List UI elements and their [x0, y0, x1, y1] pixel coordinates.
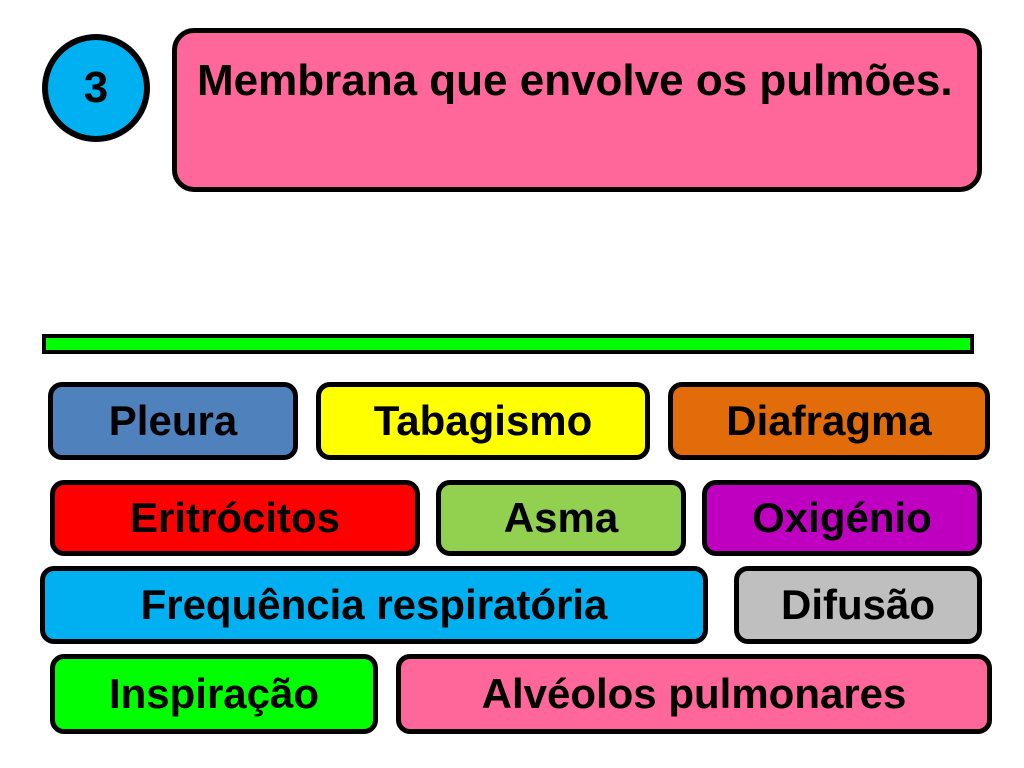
answer-option-asma[interactable]: Asma — [436, 480, 686, 556]
answer-option-frequencia-respiratoria[interactable]: Frequência respiratória — [40, 566, 708, 644]
answer-label: Eritrócitos — [129, 494, 341, 541]
answer-label: Oxigénio — [752, 494, 932, 541]
answer-label: Pleura — [108, 397, 238, 444]
answer-option-eritrocitos[interactable]: Eritrócitos — [50, 480, 420, 556]
answer-option-alveolos-pulmonares[interactable]: Alvéolos pulmonares — [396, 654, 992, 734]
answer-label: Tabagismo — [373, 397, 593, 444]
answer-option-tabagismo[interactable]: Tabagismo — [316, 382, 650, 460]
question-box: Membrana que envolve os pulmões. — [172, 28, 982, 192]
answer-label: Alvéolos pulmonares — [481, 670, 907, 717]
question-number-badge: 3 — [42, 34, 150, 142]
answer-label: Inspiração — [108, 670, 320, 717]
answer-label: Diafragma — [726, 397, 932, 444]
answer-label: Frequência respiratória — [140, 581, 608, 628]
separator-bar — [42, 334, 974, 354]
answer-option-diafragma[interactable]: Diafragma — [668, 382, 990, 460]
answer-label: Asma — [503, 494, 619, 541]
answer-option-inspiracao[interactable]: Inspiração — [50, 654, 378, 734]
answer-label: Difusão — [780, 581, 935, 628]
answer-option-oxigenio[interactable]: Oxigénio — [702, 480, 982, 556]
answer-option-difusao[interactable]: Difusão — [734, 566, 982, 644]
answer-option-pleura[interactable]: Pleura — [48, 382, 298, 460]
question-text: Membrana que envolve os pulmões. — [197, 56, 953, 105]
question-number: 3 — [83, 63, 109, 112]
